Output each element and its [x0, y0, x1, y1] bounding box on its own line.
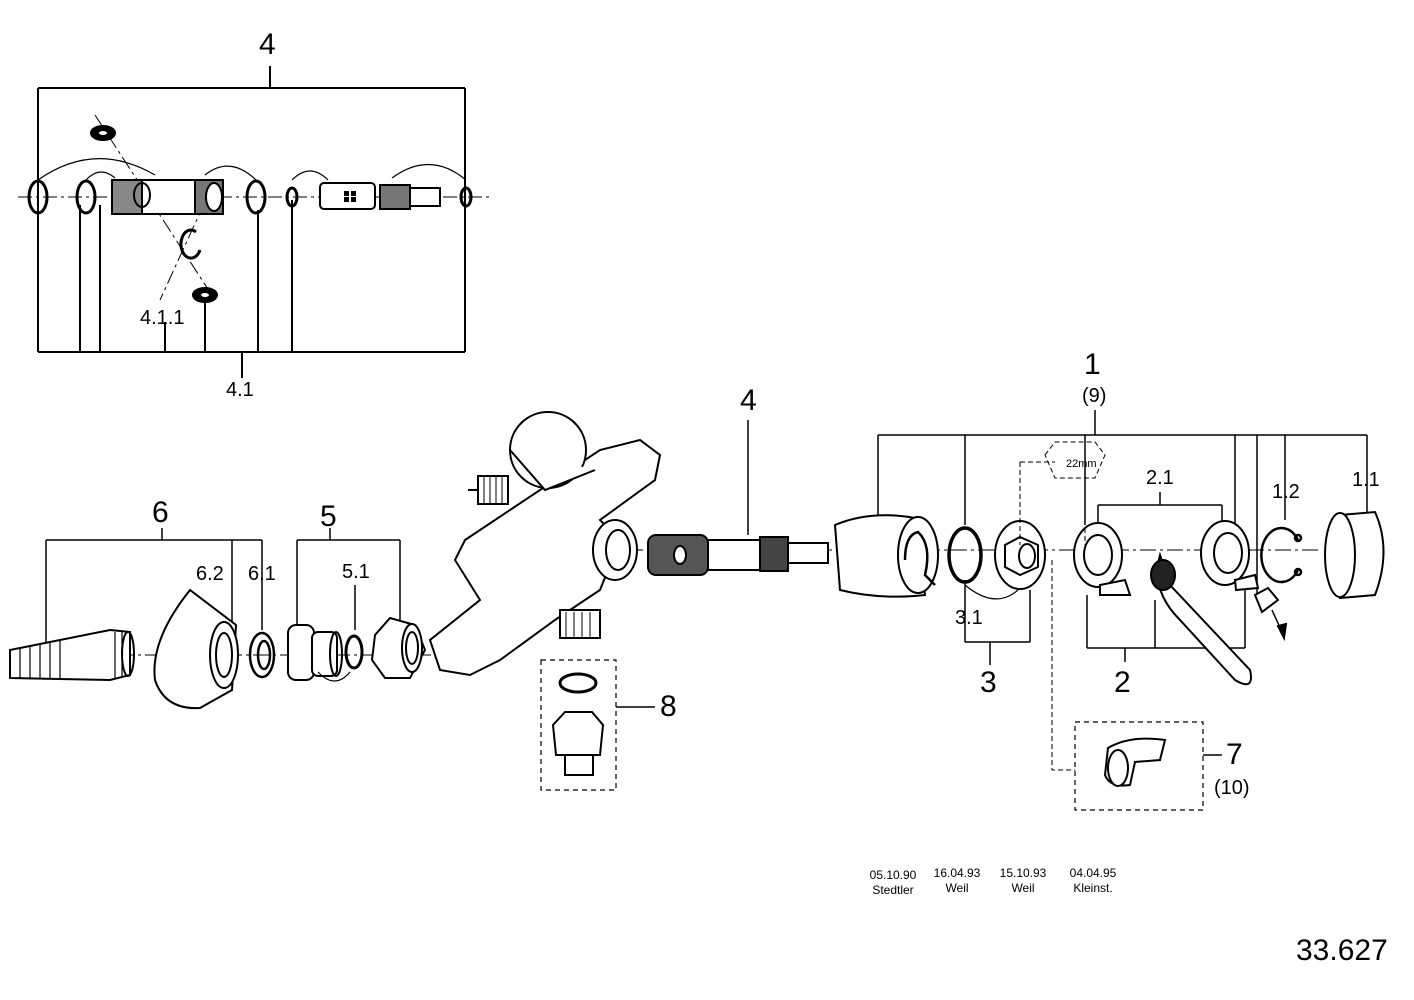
inset-sub-label: 4.1 [226, 379, 254, 401]
revision-entry: 15.10.93 Weil [993, 866, 1053, 896]
revision-date: 04.04.95 [1069, 866, 1117, 880]
part-7-box [1074, 721, 1222, 811]
bracket-5 [296, 528, 401, 630]
callout-6: 6 [152, 496, 169, 529]
callout-1: 1 [1084, 348, 1101, 381]
revision-name: Kleinst. [1073, 881, 1113, 895]
revision-date: 15.10.93 [999, 866, 1047, 880]
callout-2: 2 [1114, 666, 1131, 699]
revision-name: Stedtler [872, 883, 914, 897]
callout-7-qty: (10) [1214, 777, 1250, 799]
callout-1-1: 1.1 [1352, 469, 1380, 491]
part-6-rosette [153, 588, 239, 710]
inset-o-rings [27, 179, 473, 215]
inset-arc-arrows [37, 158, 467, 181]
callout-5: 5 [320, 500, 337, 533]
part-1-2-circlip [1260, 526, 1303, 584]
inset-small-washers [90, 125, 218, 303]
mixer-body [428, 411, 662, 677]
inset-axis [18, 114, 490, 301]
part-4-cartridge [647, 534, 829, 576]
inset-title-label: 4 [259, 28, 276, 61]
inset-spindle [319, 182, 441, 210]
callout-6-2: 6.2 [196, 563, 224, 585]
revision-entry: 16.04.93 Weil [927, 866, 987, 896]
callout-3-1: 3.1 [955, 607, 983, 629]
revision-entry: 04.04.95 Kleinst. [1063, 866, 1123, 896]
bracket-3 [964, 580, 1031, 665]
inset-bracket [37, 66, 466, 378]
part-2-1-levers [1073, 520, 1260, 686]
arc-arrow-3-1 [964, 584, 1019, 600]
wrench-size-label: 22mm [1066, 458, 1097, 470]
inset-part-label: 4.1.1 [140, 307, 185, 329]
callout-5-1: 5.1 [342, 561, 370, 583]
part-5-union [287, 616, 427, 682]
part-1-1-cap [1324, 510, 1385, 600]
callout-3: 3 [980, 666, 997, 699]
callout-7: 7 [1226, 738, 1243, 771]
small-clip-arrow [1253, 586, 1288, 642]
revision-date: 16.04.93 [933, 866, 981, 880]
revision-name: Weil [1011, 881, 1035, 895]
callout-1-qty: (9) [1082, 385, 1107, 407]
inset-cartridge-body [111, 179, 224, 215]
callout-6-1: 6.1 [248, 563, 276, 585]
part-3-1-oring [947, 526, 983, 584]
bracket-6 [45, 528, 263, 645]
callout-1-2: 1.2 [1272, 481, 1300, 503]
callout-4: 4 [740, 384, 757, 417]
part-8-box [540, 659, 655, 791]
part-6-elbow [9, 628, 135, 682]
wrench-hex [1019, 441, 1106, 771]
callout-2-1: 2.1 [1146, 467, 1174, 489]
drawing-number: 33.627 [1296, 934, 1388, 967]
callout-8: 8 [660, 690, 677, 723]
revision-entry: 05.10.90 Stedtler [863, 868, 923, 898]
revision-date: 05.10.90 [869, 868, 917, 882]
part-6-1-washer [248, 631, 276, 679]
part-3-adapter [994, 520, 1046, 590]
revision-name: Weil [945, 881, 969, 895]
bracket-2 [1086, 492, 1246, 662]
part-1-cover-sleeve [833, 514, 939, 598]
